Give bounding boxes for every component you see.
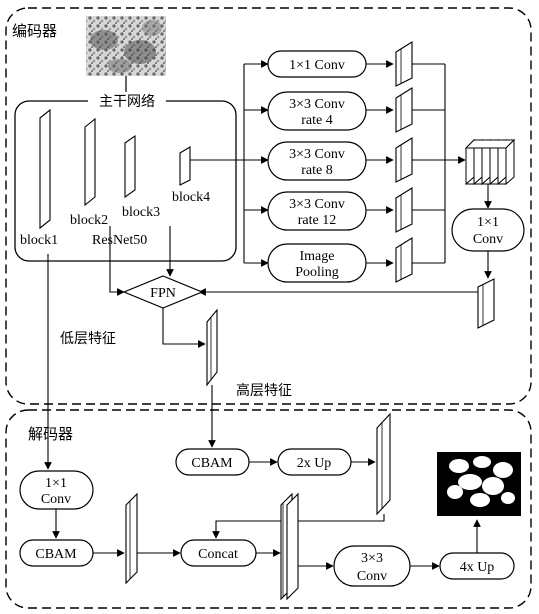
aspp-feature-5 — [396, 238, 412, 282]
encoder-output-feature — [478, 279, 494, 328]
aspp-feature-1 — [396, 42, 412, 86]
block1-label: block1 — [20, 233, 58, 248]
backbone-title: 主干网络 — [99, 94, 155, 110]
encoder-1x1-conv-line1: 1×1 — [477, 215, 499, 230]
low-level-label: 低层特征 — [60, 331, 116, 347]
aspp-rate12-line1: 3×3 Conv — [289, 197, 345, 212]
aspp-conv1x1-label: 1×1 Conv — [289, 58, 345, 73]
decoder-concat-label: Concat — [198, 547, 238, 562]
high-level-feature — [207, 310, 217, 385]
fpn-label: FPN — [150, 286, 176, 301]
block1-shape — [40, 110, 50, 228]
encoder-1x1-conv-line2: Conv — [473, 232, 503, 247]
block4-shape — [180, 147, 190, 185]
aspp-pooling-line2: Pooling — [295, 265, 339, 280]
block2-label: block2 — [70, 213, 108, 228]
decoder-3x3-conv-line2: Conv — [357, 569, 387, 584]
high-level-label: 高层特征 — [236, 382, 292, 399]
fpn-to-high-level — [163, 308, 205, 344]
decoder-1x1-conv-line2: Conv — [41, 492, 71, 507]
aspp-feature-3 — [396, 138, 412, 182]
aspp-pooling-line1: Image — [300, 249, 335, 264]
aspp-rate4-line2: rate 4 — [301, 113, 332, 128]
decoder-title: 解码器 — [28, 425, 73, 443]
aspp-concat-stack — [466, 140, 514, 184]
resnet50-label: ResNet50 — [92, 233, 147, 248]
block2-shape — [85, 119, 95, 205]
aspp-feature-2 — [396, 88, 412, 132]
upsampled-to-concat — [216, 514, 384, 538]
concat-output-feature — [281, 494, 298, 599]
output-segmentation-mask — [437, 452, 521, 516]
input-image — [86, 16, 166, 76]
block3-label: block3 — [122, 205, 160, 220]
decoder-1x1-conv-line1: 1×1 — [45, 476, 67, 491]
aspp-rate4-line1: 3×3 Conv — [289, 97, 345, 112]
aspp-rate8-line2: rate 8 — [301, 163, 332, 178]
decoder-4x-up-label: 4x Up — [460, 560, 495, 575]
aspp-rate12-line2: rate 12 — [298, 213, 336, 228]
aspp-feature-4 — [396, 188, 412, 232]
low-level-refined-feature — [126, 494, 137, 583]
decoder-cbam-top-label: CBAM — [191, 456, 233, 471]
decoder-2x-up-label: 2x Up — [297, 456, 332, 471]
upsampled-high-level-feature — [377, 414, 390, 514]
decoder-3x3-conv-line1: 3×3 — [361, 551, 383, 566]
block4-label: block4 — [172, 190, 210, 205]
aspp-rate8-line1: 3×3 Conv — [289, 147, 345, 162]
encoder-title: 编码器 — [12, 22, 57, 40]
decoder-cbam-left-label: CBAM — [35, 547, 77, 562]
block3-shape — [125, 136, 135, 197]
